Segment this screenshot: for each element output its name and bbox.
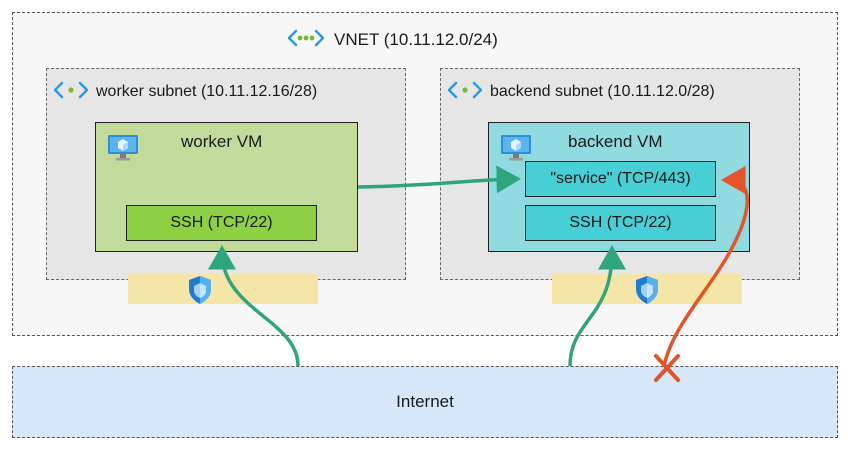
worker-to-service-arrow	[357, 165, 521, 194]
shield-icon	[187, 275, 213, 310]
shield-icon	[634, 275, 660, 310]
backend-subnet-title: backend subnet (10.11.12.0/28)	[447, 80, 715, 104]
internet-zone: Internet	[12, 366, 838, 438]
vnet-icon	[287, 29, 325, 52]
vnet-title: VNET (10.11.12.0/24)	[287, 28, 498, 52]
worker-vm-title: worker VM	[181, 132, 263, 151]
vnet-label: VNET (10.11.12.0/24)	[334, 30, 498, 49]
service-port: "service" (TCP/443)	[525, 161, 716, 197]
blocked-internet-to-service-arrow	[662, 166, 749, 367]
internet-label: Internet	[396, 392, 454, 411]
worker-subnet-label: worker subnet (10.11.12.16/28)	[96, 83, 318, 100]
blocked-x-icon	[654, 354, 680, 382]
vm-icon	[500, 134, 532, 167]
internet-to-backend-ssh-arrow	[568, 245, 626, 367]
subnet-icon	[447, 81, 483, 104]
subnet-icon	[53, 81, 89, 104]
backend-ssh-port: SSH (TCP/22)	[525, 205, 716, 241]
worker-subnet-title: worker subnet (10.11.12.16/28)	[53, 80, 318, 104]
internet-to-worker-ssh-arrow	[208, 245, 300, 367]
backend-subnet-label: backend subnet (10.11.12.0/28)	[490, 83, 715, 100]
vm-icon	[107, 134, 139, 167]
worker-ssh-port: SSH (TCP/22)	[126, 205, 317, 241]
worker-nsg-band	[128, 274, 318, 304]
backend-vm-title: backend VM	[568, 132, 663, 151]
